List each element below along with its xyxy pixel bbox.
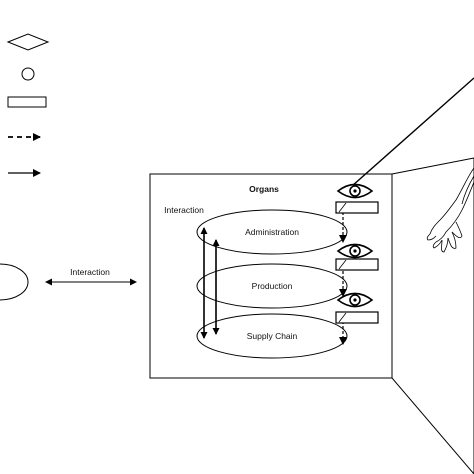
outer-interaction-label: Interaction [70,267,110,277]
external-entity-ellipse [0,263,29,301]
monitor-admin [335,183,379,214]
legend-circle-icon [21,67,35,81]
organs-title: Organs [249,184,279,194]
organ-label: Supply Chain [247,331,298,341]
monitor-supply-chain [335,292,379,324]
organ-supply-chain: Supply Chain [196,313,348,359]
monitor-production [335,243,379,271]
legend-diamond-icon [6,33,50,51]
monitor-box [335,311,379,324]
organ-label: Production [252,281,293,291]
monitor-box [335,258,379,271]
eye-icon [336,292,374,308]
organ-ellipse [196,313,348,359]
eye-icon [336,183,374,199]
organ-ellipse [196,263,348,309]
legend-rectangle-icon [7,96,47,108]
monitor-box [335,201,379,214]
eye-icon [336,243,374,259]
organ-ellipse [196,209,348,255]
organ-administration: Administration [196,209,348,255]
legend [6,33,50,177]
inner-interaction-label: Interaction [164,205,204,215]
organ-label: Administration [245,227,299,237]
pointer-line [351,77,474,187]
organ-production: Production [196,263,348,309]
hand-icon [426,167,474,253]
box-side-face [391,157,474,474]
